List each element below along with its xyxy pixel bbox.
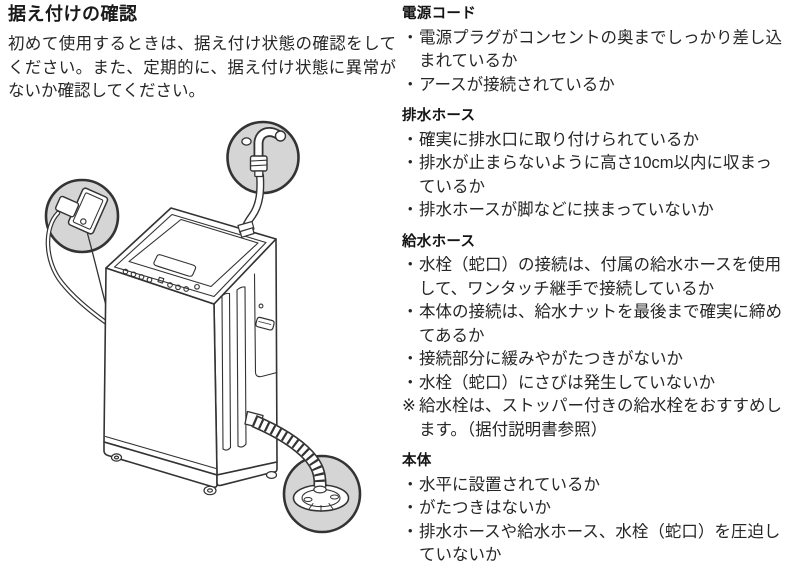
section-heading: 排水ホース xyxy=(402,108,476,124)
item-text: 排水ホースが脚などに挟まっていないか xyxy=(419,201,714,219)
drain-outlet-icon xyxy=(292,484,350,512)
bullet-marker: ・ xyxy=(402,350,419,368)
checklist-item: ・がたつきはないか xyxy=(402,497,800,521)
item-text: アースが接続されているか xyxy=(419,75,615,94)
intro-text: 初めて使用するときは、据え付け状態の確認をしてください。また、定期的に、据え付け… xyxy=(8,35,396,100)
item-text: 水栓（蛇口）の接続は、付属の給水ホースを使用して、ワンタッチ継手で接続しているか xyxy=(419,256,782,298)
checklist-section-2: 給水ホース・水栓（蛇口）の接続は、付属の給水ホースを使用して、ワンタッチ継手で接… xyxy=(400,231,800,443)
note-marker: ※ xyxy=(402,397,416,415)
checklist-section-0: 電源コード・電源プラグがコンセントの奥までしっかり差し込まれているか・アースが接… xyxy=(400,3,800,97)
washing-machine-icon xyxy=(103,207,278,496)
checklist-item: ・アースが接続されているか xyxy=(402,74,800,98)
checklist-item: ・接続部分に緩みやがたつきがないか xyxy=(402,348,800,372)
section-heading: 電源コード xyxy=(402,6,476,22)
item-text: 水平に設置されているか xyxy=(419,475,601,494)
section-heading: 本体 xyxy=(402,453,432,469)
checklist-column: 電源コード・電源プラグがコンセントの奥までしっかり差し込まれているか・アースが接… xyxy=(400,3,800,568)
checklist-item: ・排水ホースが脚などに挟まっていないか xyxy=(402,199,800,223)
installation-illustration xyxy=(44,120,362,534)
checklist-section-1: 排水ホース・確実に排水口に取り付けられているか・排水が止まらないように高さ10c… xyxy=(400,105,800,223)
bullet-marker: ・ xyxy=(402,75,419,94)
checklist-item: ・本体の接続は、給水ナットを最後まで確実に締めてあるか xyxy=(402,301,800,348)
bullet-marker: ・ xyxy=(402,499,419,517)
bullet-marker: ・ xyxy=(402,373,419,392)
left-column: 据え付けの確認 初めて使用するときは、据え付け状態の確認をしてください。また、定… xyxy=(8,2,400,534)
checklist-item: ・確実に排水口に取り付けられているか xyxy=(402,129,800,153)
bullet-marker: ・ xyxy=(402,154,419,172)
item-text: 確実に排水口に取り付けられているか xyxy=(419,130,700,149)
item-text: 給水栓は、ストッパー付きの給水栓をおすすめします。（据付説明書参照） xyxy=(419,397,782,439)
bullet-marker: ・ xyxy=(402,256,419,274)
item-text: 本体の接続は、給水ナットを最後まで確実に締めてあるか xyxy=(419,303,782,345)
checklist-item: ・水栓（蛇口）の接続は、付属の給水ホースを使用して、ワンタッチ継手で接続している… xyxy=(402,254,800,301)
power-plug-outlet-icon xyxy=(45,187,109,325)
bullet-marker: ・ xyxy=(402,201,419,219)
item-text: 排水が止まらないように高さ10cm以内に収まっているか xyxy=(419,154,772,196)
checklist-section-3: 本体・水平に設置されているか・がたつきはないか・排水ホースや給水ホース、水栓（蛇… xyxy=(400,450,800,568)
drain-hose-icon xyxy=(244,410,327,494)
item-text: 電源プラグがコンセントの奥までしっかり差し込まれているか xyxy=(419,28,782,71)
item-text: 水栓（蛇口）にさびは発生していないか xyxy=(419,373,716,392)
item-text: がたつきはないか xyxy=(419,499,551,517)
checklist-item: ・排水ホースや給水ホース、水栓（蛇口）を圧迫していないか xyxy=(402,521,800,568)
bullet-marker: ・ xyxy=(402,522,419,541)
item-text: 接続部分に緩みやがたつきがないか xyxy=(419,350,683,368)
item-text: 排水ホースや給水ホース、水栓（蛇口）を圧迫していないか xyxy=(419,522,781,565)
bullet-marker: ・ xyxy=(402,28,419,47)
checklist-item: ・水平に設置されているか xyxy=(402,474,800,498)
section-heading: 給水ホース xyxy=(402,233,476,250)
bullet-marker: ・ xyxy=(402,475,419,494)
bullet-marker: ・ xyxy=(402,130,419,149)
page-title: 据え付けの確認 xyxy=(8,4,138,24)
checklist-item: ・電源プラグがコンセントの奥までしっかり差し込まれているか xyxy=(402,27,800,74)
bullet-marker: ・ xyxy=(402,303,419,321)
checklist-item: ・排水が止まらないように高さ10cm以内に収まっているか xyxy=(402,152,800,199)
note-item: ※給水栓は、ストッパー付きの給水栓をおすすめします。（据付説明書参照） xyxy=(402,395,800,442)
checklist-item: ・水栓（蛇口）にさびは発生していないか xyxy=(402,372,800,396)
